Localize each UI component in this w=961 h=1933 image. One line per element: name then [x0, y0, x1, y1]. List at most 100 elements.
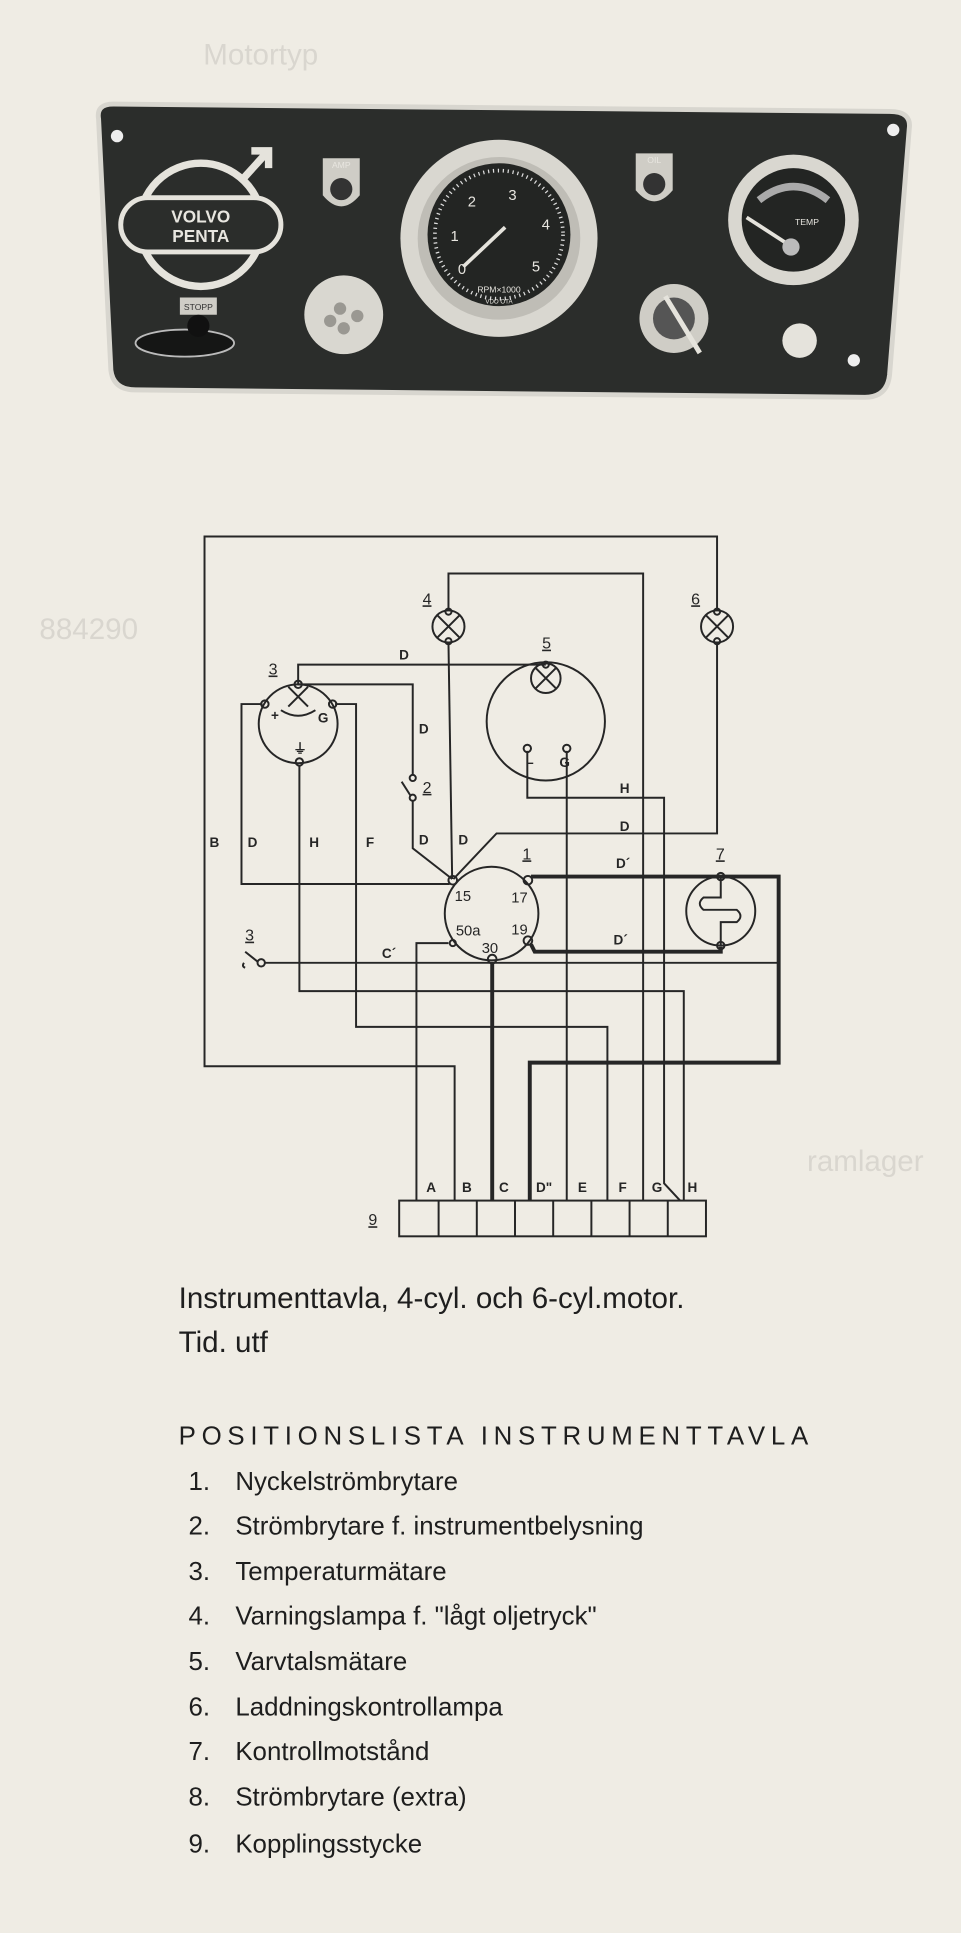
list-item: Strömbrytare (extra) [235, 1784, 466, 1812]
list-item: Strömbrytare f. instrumentbelysning [235, 1512, 643, 1540]
list-item: Varningslampa f. "lågt oljetryck" [235, 1602, 596, 1630]
connector-pin-label: D" [536, 1180, 552, 1195]
wire [447, 642, 454, 880]
logo-penta-text: PENTA [172, 226, 229, 246]
list-item: Laddningskontrollampa [235, 1694, 503, 1722]
amp-label: AMP [332, 160, 351, 170]
wire-label: B [209, 835, 219, 850]
component-3-switch-number: 3 [245, 928, 254, 945]
lamp-6-symbol [700, 607, 735, 646]
terminal-label: + [271, 708, 279, 723]
component-7-number: 7 [716, 846, 725, 863]
wire [527, 874, 781, 1201]
connector-pin-label: F [618, 1180, 626, 1195]
temperature-gauge-symbol: + G ⏚ [257, 679, 339, 767]
list-item-number: 4. [189, 1602, 211, 1630]
control-resistor-symbol [685, 871, 757, 951]
ignition-key-switch [639, 283, 709, 355]
showthrough-text: Motortyp 884290 ramlager [39, 39, 923, 1178]
ghost-ramlager: ramlager [807, 1145, 924, 1178]
wiring-diagram: + G ⏚ – G [203, 535, 781, 1238]
terminal-19-label: 19 [511, 922, 527, 938]
temp-label: TEMP [795, 217, 819, 227]
tach-number: 0 [458, 262, 466, 278]
connector-pin-label: E [578, 1180, 587, 1195]
wire-label: F [366, 835, 374, 850]
logo-volvo-text: VOLVO [171, 206, 230, 226]
tach-number: 5 [532, 260, 540, 276]
connector-pin-label: C [499, 1180, 509, 1195]
list-item-number: 5. [189, 1648, 211, 1676]
list-item: Varvtalsmätare [235, 1648, 407, 1676]
figure-caption-version: Tid. utf [179, 1326, 269, 1359]
list-item-number: 1. [189, 1468, 211, 1496]
tachometer: 0 1 2 3 4 5 RPM×1000 VDO OTA [400, 139, 598, 337]
mount-hole [110, 129, 124, 143]
lamp-4-symbol [431, 607, 466, 646]
oil-label: OIL [647, 155, 661, 165]
ground-symbol: ⏚ [293, 741, 307, 756]
list-item-number: 6. [189, 1694, 211, 1722]
extra-switch-knob [782, 323, 817, 358]
terminal-15-label: 15 [455, 889, 471, 905]
tach-number: 1 [451, 229, 459, 245]
tach-number: 4 [542, 218, 550, 234]
mount-hole [847, 354, 860, 367]
terminal-50a-label: 50a [456, 924, 481, 940]
connector-block: A B C D" E F G H [398, 1180, 707, 1238]
component-4-number: 4 [423, 591, 432, 608]
wire [298, 683, 414, 775]
terminal-label: G [559, 755, 570, 770]
wire-label: C´ [382, 946, 396, 961]
ghost-part-number: 884290 [39, 613, 138, 646]
tach-brand: VDO OTA [485, 299, 513, 306]
wire-label: D [248, 835, 258, 850]
temperature-gauge: TEMP [728, 154, 859, 286]
wire [415, 942, 449, 1201]
wire-label: D´ [614, 932, 628, 947]
connector-pin-label: B [462, 1180, 472, 1195]
wire [452, 642, 719, 880]
wire [297, 663, 546, 685]
wire-label: D [419, 722, 429, 737]
wire-label: D [458, 833, 468, 848]
wire-label: D´ [616, 856, 630, 871]
light-switch-knob [304, 275, 384, 355]
component-3-number: 3 [269, 662, 278, 679]
list-item-number: 9. [189, 1830, 211, 1858]
mount-hole [887, 123, 900, 137]
tach-unit-label: RPM×1000 [477, 285, 521, 295]
extra-switch-symbol [241, 950, 266, 969]
tach-number: 3 [508, 188, 516, 204]
volvo-penta-logo: VOLVO PENTA [118, 147, 284, 291]
terminal-label: G [318, 711, 329, 726]
list-item: Nyckelströmbrytare [235, 1468, 458, 1496]
terminal-label: – [526, 755, 534, 770]
wire-label: D [620, 819, 630, 834]
component-9-number: 9 [368, 1212, 377, 1229]
instrument-panel-photo: VOLVO PENTA AMP OIL 0 1 2 3 4 5 RPM×1000 [95, 101, 912, 400]
position-list-title: POSITIONSLISTA INSTRUMENTTAVLA [179, 1423, 809, 1451]
component-numbers: 4 6 5 3 2 1 7 3 9 [245, 591, 725, 1229]
wire-label: H [620, 781, 630, 796]
terminal-30-label: 30 [482, 941, 498, 957]
component-1-number: 1 [522, 846, 531, 863]
wire-label: D [399, 648, 409, 663]
wire [411, 800, 453, 880]
list-item: Kopplingsstycke [235, 1830, 422, 1858]
wire-label: H [309, 835, 319, 850]
list-item: Temperaturmätare [235, 1558, 446, 1586]
amp-warning-lamp: AMP [322, 158, 360, 207]
ignition-switch-symbol: 15 17 50a 30 19 [443, 865, 540, 965]
position-list: 1. Nyckelströmbrytare 2. Strömbrytare f.… [189, 1468, 644, 1858]
wire [240, 703, 450, 885]
terminal-17-label: 17 [511, 890, 527, 906]
stop-label: STOPP [184, 302, 213, 312]
list-item-number: 3. [189, 1558, 211, 1586]
wire [447, 572, 645, 1201]
connector-pin-label: A [426, 1180, 436, 1195]
list-item-number: 2. [189, 1512, 211, 1540]
oil-warning-lamp: OIL [635, 153, 673, 202]
ghost-motortyp: Motortyp [203, 39, 318, 72]
